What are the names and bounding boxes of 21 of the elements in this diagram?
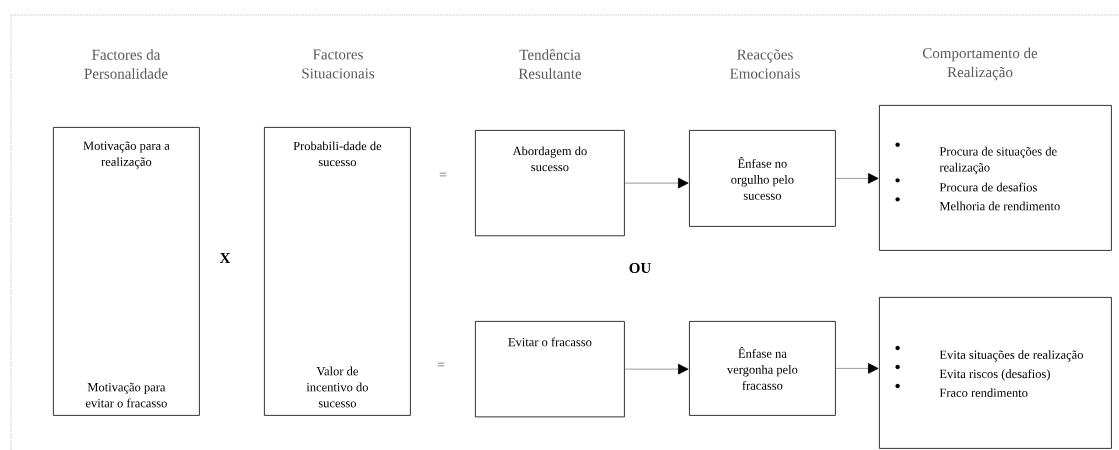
bullet-list-box: Evita situações de realização Evita riscos (desafios) Fraco rendimento — [879, 297, 1112, 449]
column-heading: Tendência Resultante — [518, 49, 582, 79]
process-box: Ênfase na vergonha pelo fracasso — [689, 321, 836, 416]
process-box: Motivação para a realização Motivação para evitar o fracasso — [53, 127, 200, 416]
column-heading: Factores Situacionais — [302, 49, 375, 79]
arrow — [835, 173, 879, 184]
process-box: Probabili-dade de sucesso Valor de incentivo do sucesso — [264, 127, 411, 416]
process-box: Abordagem do sucesso — [475, 130, 625, 237]
column-heading: Reacções Emocionais — [730, 49, 800, 79]
column-heading: Comportamento de Realização — [922, 47, 1038, 81]
operator-word: X — [219, 253, 231, 263]
arrow — [835, 363, 879, 374]
bullet-list-box: Procura de situações de realização Procura de desafios Melhoria de rendimento — [879, 105, 1112, 251]
arrow — [624, 177, 689, 189]
equals-sign: = — [437, 362, 445, 367]
equals-sign: = — [439, 172, 447, 177]
arrow — [624, 363, 689, 375]
column-heading: Factores da Personalidade — [84, 49, 168, 79]
operator-word: OU — [629, 262, 651, 274]
process-box: Ênfase no orgulho pelo sucesso — [689, 130, 836, 227]
process-box: Evitar o fracasso — [475, 321, 625, 418]
